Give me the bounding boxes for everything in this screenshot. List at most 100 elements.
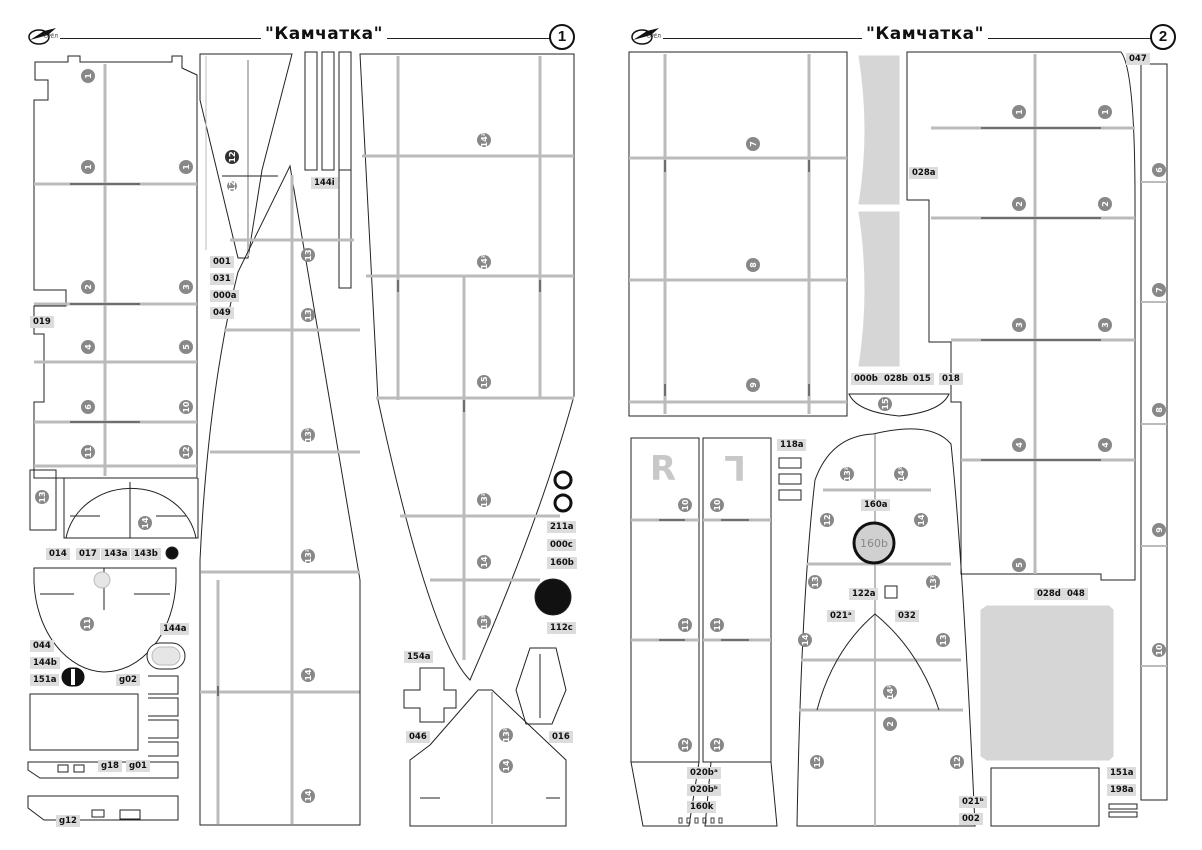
part-tag: 019 <box>30 316 54 328</box>
part-number: 1 <box>84 164 93 170</box>
part-number: 14 <box>304 790 313 802</box>
part-number: 12 <box>813 756 822 767</box>
part-number: 12 <box>228 180 237 191</box>
part-number: 2 <box>1101 201 1110 207</box>
part-number: 8 <box>749 262 758 268</box>
part-tag: 144a <box>160 623 190 635</box>
part-number: 13 <box>304 249 313 260</box>
part-number: 14² <box>897 466 906 481</box>
part-tag: 143a <box>101 548 131 560</box>
part-number: 4 <box>1101 442 1110 448</box>
part-number: 5 <box>1015 562 1024 568</box>
part-number: 6 <box>84 404 93 410</box>
part-number: 14² <box>886 684 895 699</box>
part-number: 11 <box>681 619 690 631</box>
letter-r: R <box>650 449 676 489</box>
part-tag: 112c <box>547 622 576 634</box>
part-tag: 118a <box>777 439 807 451</box>
part-tag: 028d <box>1034 588 1064 600</box>
page-number: 2 <box>1150 24 1176 50</box>
part-number: 1 <box>182 164 191 170</box>
part-number: 14² <box>480 132 489 147</box>
part-tag: 143b <box>131 548 161 560</box>
part-number: 13² <box>843 466 852 481</box>
part-number: 14 <box>917 514 926 526</box>
part-number: 2 <box>886 721 895 727</box>
part-tag: 048 <box>1064 588 1088 600</box>
part-tag: 211a <box>547 521 577 533</box>
part-tag: 031 <box>210 273 234 285</box>
part-number: 14 <box>480 556 489 568</box>
part-number: 9 <box>1155 527 1164 533</box>
part-number: 12 <box>823 514 832 525</box>
part-number: 3 <box>182 284 191 290</box>
part-tag: 000b <box>851 373 881 385</box>
bird-logo-icon <box>631 28 659 45</box>
part-number: 3 <box>1015 322 1024 328</box>
part-tag: 047 <box>1126 53 1150 65</box>
part-tag: 028a <box>909 167 939 179</box>
part-number: 12 <box>228 151 237 162</box>
part-number: 3 <box>1101 322 1110 328</box>
part-number: 1 <box>1015 109 1024 115</box>
parts-drawing-left: 111234561011121314111212131313²13²141414… <box>27 51 575 827</box>
disc-label: 160b <box>860 537 888 550</box>
part-tag: 154a <box>404 651 434 663</box>
part-number-markers <box>35 69 513 803</box>
logo-text: ОРЁЛ <box>647 34 661 40</box>
part-number: 13² <box>304 548 313 563</box>
part-tag: 014 <box>46 548 70 560</box>
part-number: 13 <box>304 309 313 320</box>
part-tag: 044 <box>30 640 54 652</box>
sheet-right: ОРЁЛ "Камчатка" 2 <box>601 0 1202 850</box>
part-tag: 049 <box>210 307 234 319</box>
part-number: 11 <box>713 619 722 631</box>
part-tag: g12 <box>56 815 80 827</box>
part-number-markers <box>678 105 1166 769</box>
part-tag: g18 <box>98 760 122 772</box>
part-tag: 020bᵇ <box>687 784 721 796</box>
part-tag: 151a <box>30 674 60 686</box>
part-number: 12 <box>713 739 722 750</box>
letter-l: L <box>724 447 746 487</box>
part-tag: 144i <box>311 177 338 189</box>
part-tag: 015 <box>910 373 934 385</box>
sheet-left: ОРЁЛ "Камчатка" 1 <box>27 24 577 827</box>
part-number: 13² <box>502 727 511 742</box>
part-tag: 046 <box>406 731 430 743</box>
part-tag: 160k <box>687 801 717 813</box>
part-number: 13² <box>304 427 313 442</box>
part-number: 12 <box>182 446 191 457</box>
part-number: 1 <box>1101 109 1110 115</box>
part-number: 1 <box>84 73 93 79</box>
part-number: 4 <box>1015 442 1024 448</box>
part-number: 7 <box>1155 287 1164 293</box>
part-number: 9 <box>749 382 758 388</box>
part-number: 13 <box>811 576 820 587</box>
part-number: 10 <box>681 499 690 511</box>
part-tag: 028b <box>881 373 911 385</box>
part-tag: 020bᵃ <box>687 767 721 779</box>
part-tag: 000a <box>210 290 240 302</box>
logo-text: ОРЁЛ <box>44 34 58 40</box>
part-number: 13 <box>38 491 47 502</box>
part-number: 14 <box>141 517 150 529</box>
part-tag: 001 <box>210 256 234 268</box>
part-number: 5 <box>182 344 191 350</box>
page-number: 1 <box>549 24 575 50</box>
part-number: 13 <box>939 634 948 645</box>
part-number: 13² <box>929 574 938 589</box>
part-number: 10 <box>713 499 722 511</box>
part-number: 10 <box>182 401 191 413</box>
bird-logo-icon <box>28 28 56 45</box>
part-number: 7 <box>749 141 758 147</box>
part-tag: 021ᵃ <box>827 610 855 622</box>
part-tag: 198a <box>1107 784 1137 796</box>
part-number: 15 <box>480 376 489 388</box>
part-number: 11 <box>84 446 93 458</box>
part-number: 6 <box>1155 167 1164 173</box>
part-tag: 018 <box>939 373 963 385</box>
part-number: 12 <box>953 756 962 767</box>
part-tag: 160b <box>547 557 577 569</box>
